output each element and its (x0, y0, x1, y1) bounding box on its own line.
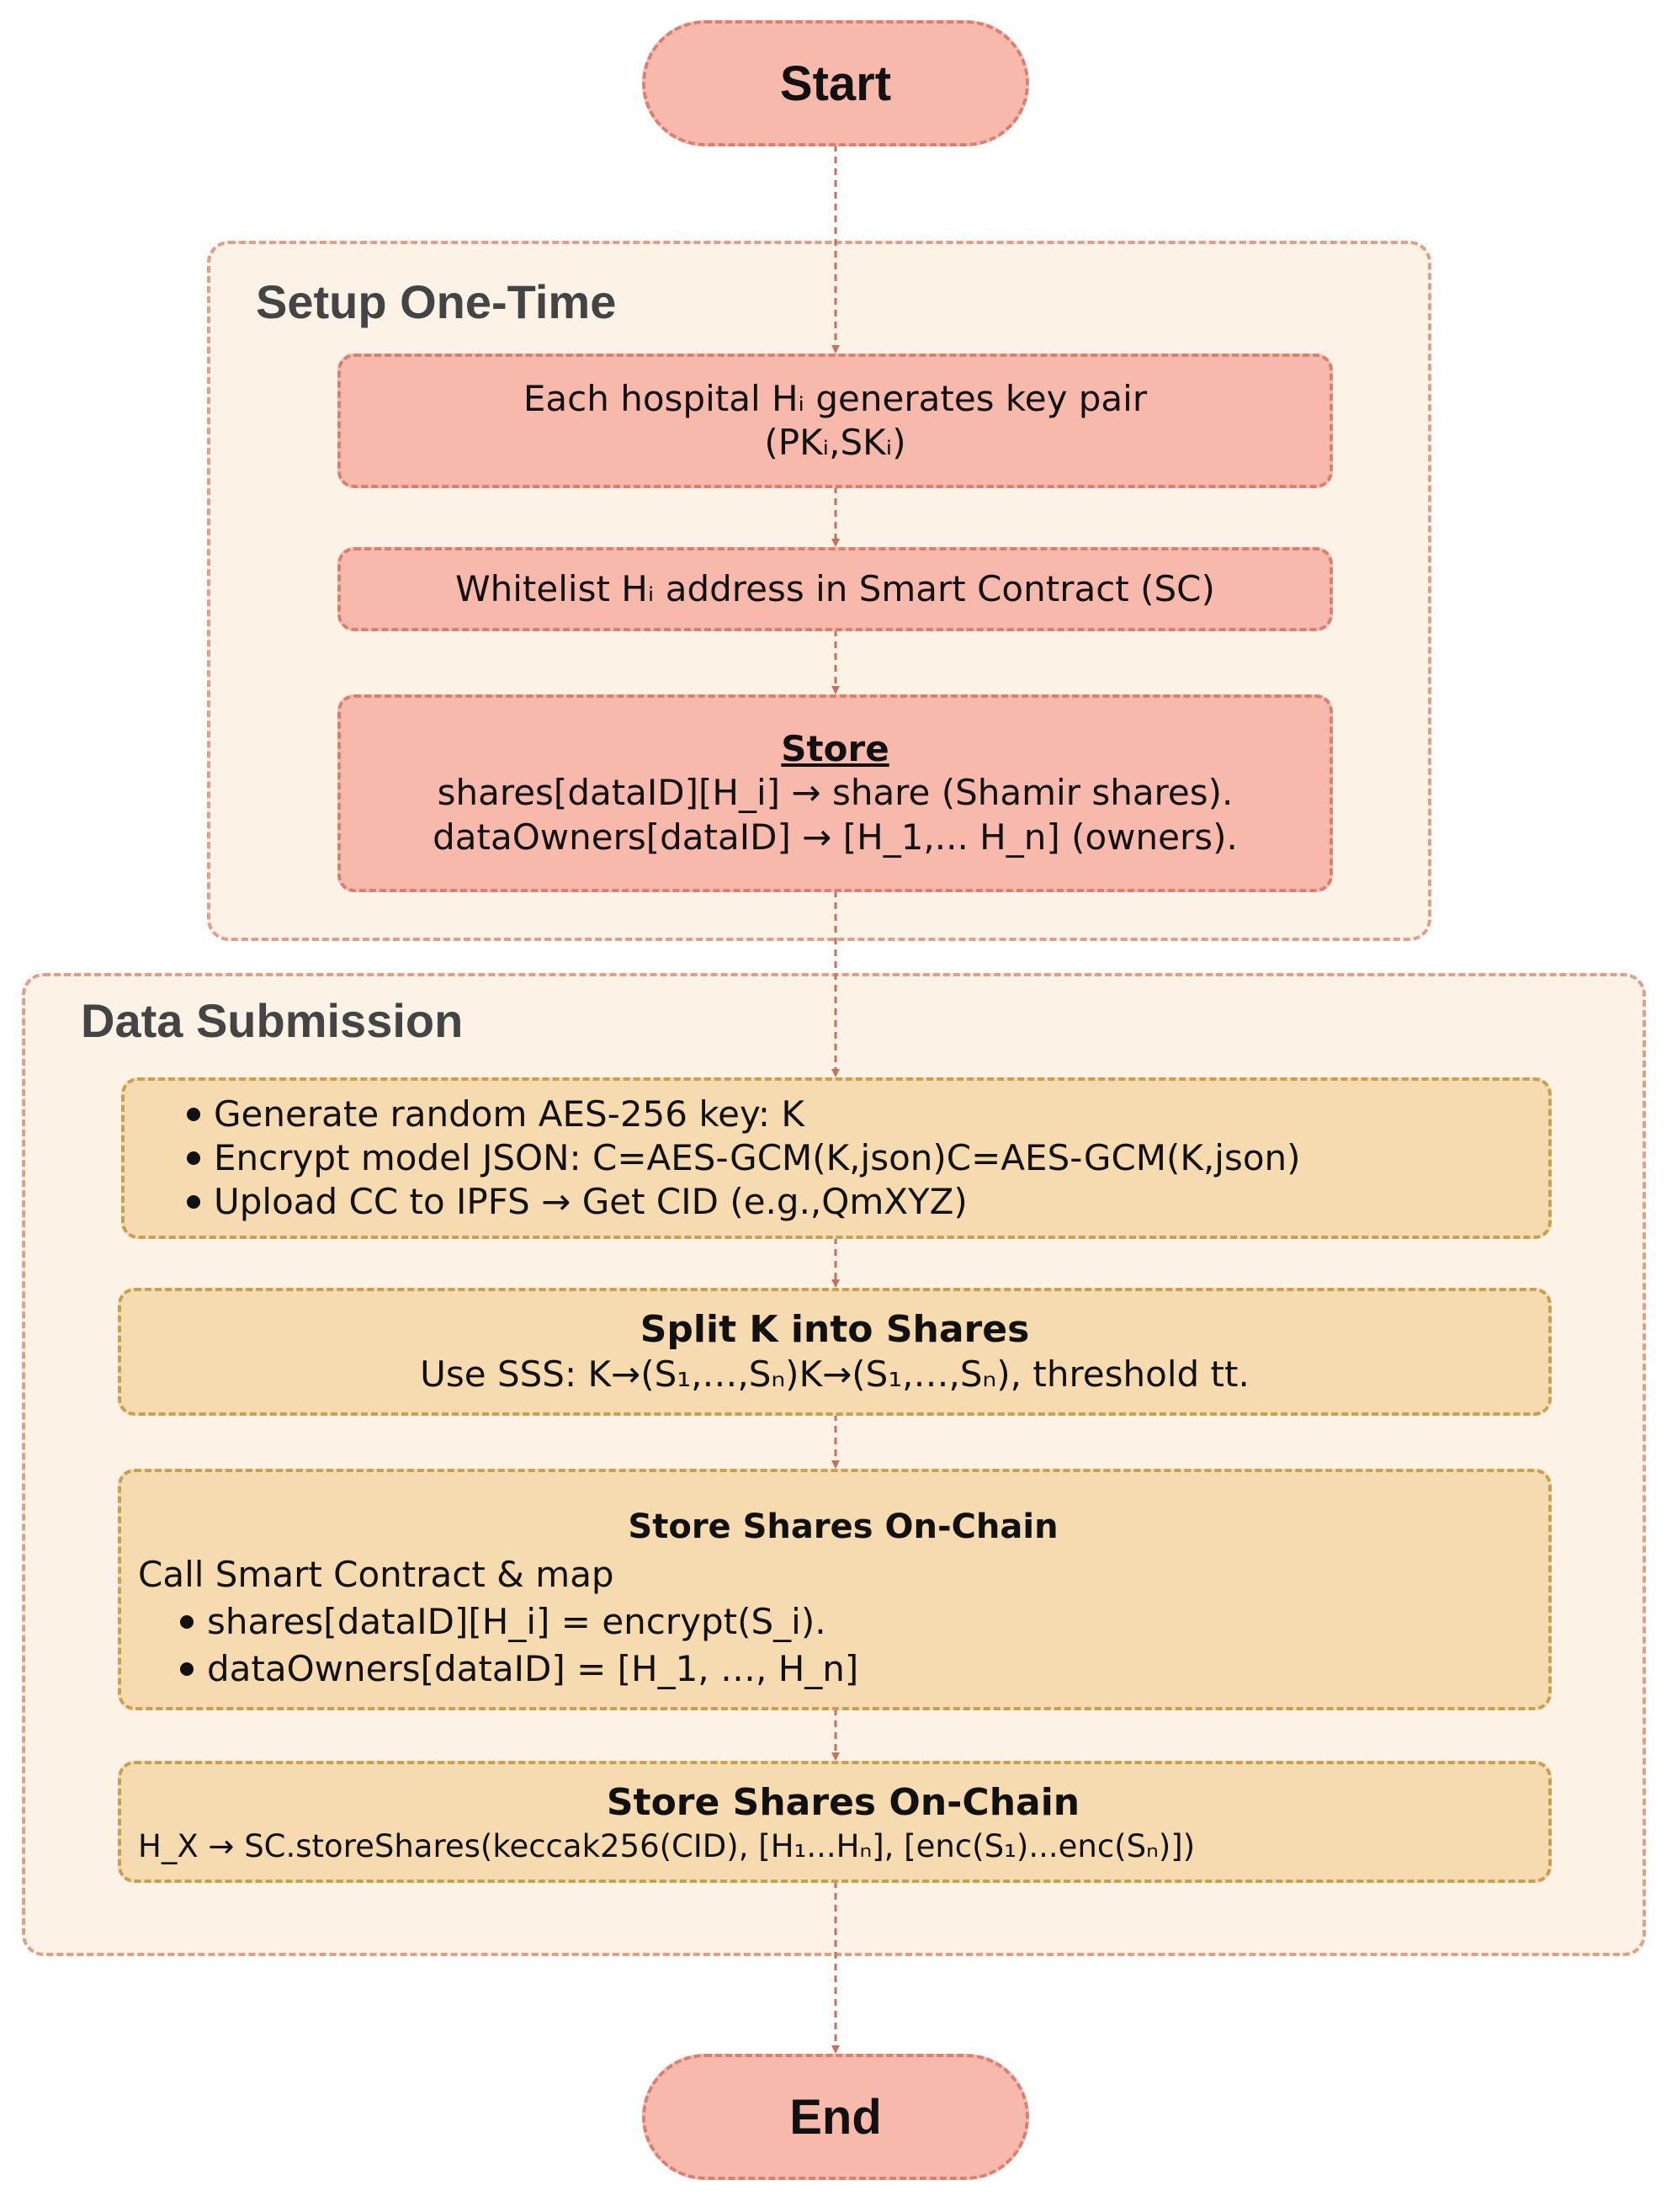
store-line1: shares[dataID][H_i] → share (Shamir shar… (437, 772, 1234, 814)
onchain-heading: Store Shares On-Chain (628, 1507, 1059, 1546)
split-heading: Split K into Shares (640, 1308, 1030, 1352)
generate-bullet-3: Upload CC to IPFS → Get CID (e.g.,QmXYZ) (187, 1180, 1548, 1224)
onchain-step: Store Shares On-Chain Call Smart Contrac… (118, 1469, 1552, 1710)
generate-bullet-1: Generate random AES-256 key: K (187, 1093, 1548, 1136)
generate-bullet-2: Encrypt model JSON: C=AES-GCM(K,json)C=A… (187, 1136, 1548, 1180)
start-terminal: Start (642, 20, 1029, 146)
whitelist-text: Whitelist Hᵢ address in Smart Contract (… (455, 567, 1215, 609)
store-heading: Store (781, 727, 889, 769)
end-label: End (789, 2089, 882, 2145)
onchain-bullet-1: shares[dataID][H_i] = encrypt(S_i). (138, 1598, 1548, 1646)
store-shares-line: H_X → SC.storeShares(keccak256(CID), [H₁… (138, 1827, 1196, 1864)
onchain-bullet-2: dataOwners[dataID] = [H_1, …, H_n] (138, 1646, 1548, 1693)
submission-group-title: Data Submission (81, 994, 464, 1047)
split-step: Split K into Shares Use SSS: K→(S₁,…,Sₙ)… (118, 1288, 1552, 1416)
setup-group-title: Setup One-Time (256, 275, 617, 328)
split-line: Use SSS: K→(S₁,…,Sₙ)K→(S₁,…,Sₙ), thresho… (420, 1353, 1250, 1396)
store-step: Store shares[dataID][H_i] → share (Shami… (337, 694, 1333, 892)
whitelist-step: Whitelist Hᵢ address in Smart Contract (… (337, 547, 1333, 631)
start-label: Start (779, 56, 892, 111)
keypair-line1: Each hospital Hᵢ generates key pair (523, 377, 1148, 419)
store-shares-step: Store Shares On-Chain H_X → SC.storeShar… (118, 1761, 1552, 1883)
generate-step: Generate random AES-256 key: K Encrypt m… (121, 1077, 1552, 1239)
store-line2: dataOwners[dataID] → [H_1,... H_n] (owne… (433, 816, 1238, 858)
onchain-intro: Call Smart Contract & map (138, 1554, 614, 1595)
keypair-step: Each hospital Hᵢ generates key pair (PKᵢ… (337, 354, 1333, 488)
store-shares-heading: Store Shares On-Chain (606, 1780, 1080, 1824)
end-terminal: End (642, 2054, 1029, 2180)
keypair-line2: (PKᵢ,SKᵢ) (764, 422, 906, 463)
